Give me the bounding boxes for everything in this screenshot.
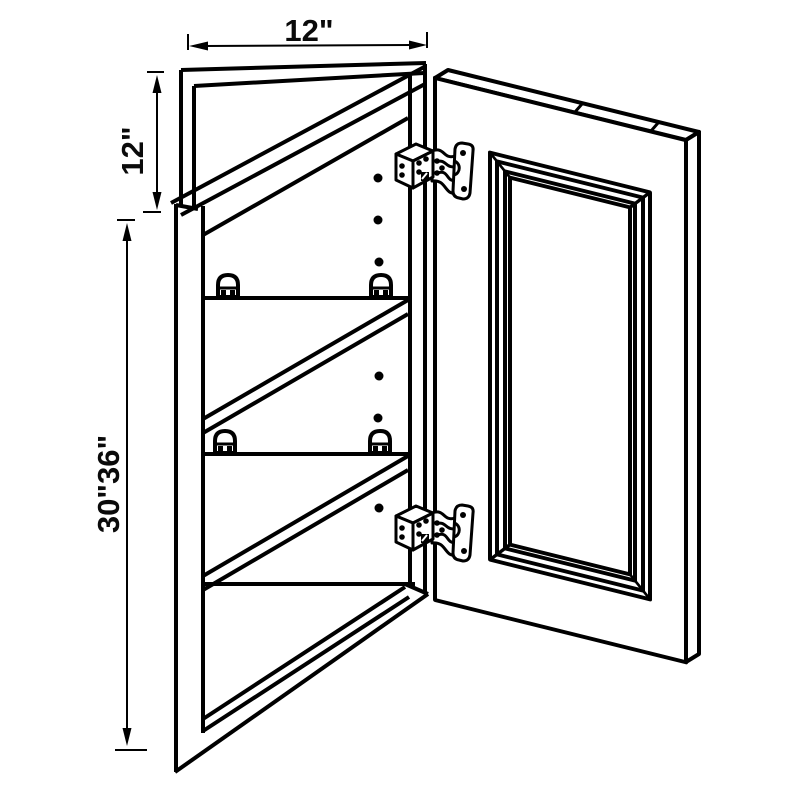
pin-hole xyxy=(373,413,383,423)
dim-depth: 12" xyxy=(115,71,164,213)
cabinet-carcass xyxy=(170,61,430,774)
shelf-pin xyxy=(368,429,392,455)
left-stile xyxy=(174,204,205,772)
cabinet-top xyxy=(170,61,427,237)
dim-height: 30"36" xyxy=(91,219,147,751)
pin-hole xyxy=(374,371,384,381)
pin-holes xyxy=(373,173,384,513)
pin-hole xyxy=(373,215,383,225)
dim-width: 12" xyxy=(187,13,428,51)
dim-depth-label: 12" xyxy=(115,126,150,175)
pin-hole xyxy=(374,503,384,513)
cabinet-door xyxy=(433,68,701,665)
door-panel xyxy=(488,150,652,602)
shelf-pins xyxy=(213,273,393,455)
pin-hole xyxy=(374,257,384,267)
cabinet-bottom xyxy=(173,582,430,774)
shelf-pin xyxy=(369,273,393,299)
shelf-pin xyxy=(213,429,237,455)
dim-height-label: 30"36" xyxy=(91,435,126,533)
dim-width-label: 12" xyxy=(284,13,333,48)
shelf-2 xyxy=(201,452,410,592)
shelf-1 xyxy=(201,296,410,435)
pin-hole xyxy=(373,173,383,183)
door-front-face xyxy=(433,75,688,665)
shelf-pin xyxy=(216,273,240,299)
